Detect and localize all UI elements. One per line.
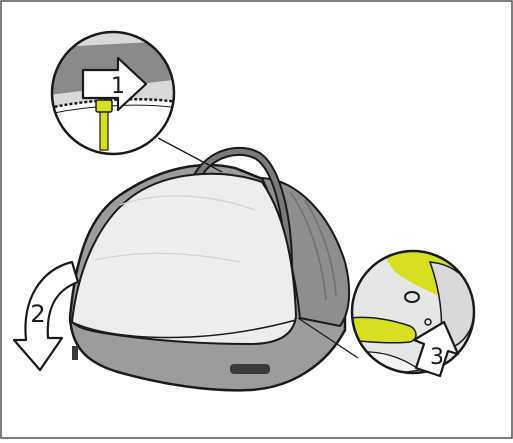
rain-cover [70,172,298,346]
hood-fold-lines [289,191,337,301]
shell-slot [230,364,270,374]
rain-cover-crease [94,195,256,263]
step-2-number: 2 [30,300,45,328]
step-2-arrow [12,260,80,372]
callout-step-2: 2 [12,260,80,372]
carry-handle-inner [195,148,293,303]
leader-line-bottom [297,317,359,359]
step-1-number: 1 [111,74,125,99]
release-tab [352,316,417,344]
carrycot [68,146,351,392]
step-1-arrow [81,56,148,112]
leader-line-top [157,137,223,173]
shell-rim [71,319,297,339]
step-3-arrow [412,320,460,378]
step-3-number: 3 [430,345,444,370]
shell-foot [72,346,78,360]
